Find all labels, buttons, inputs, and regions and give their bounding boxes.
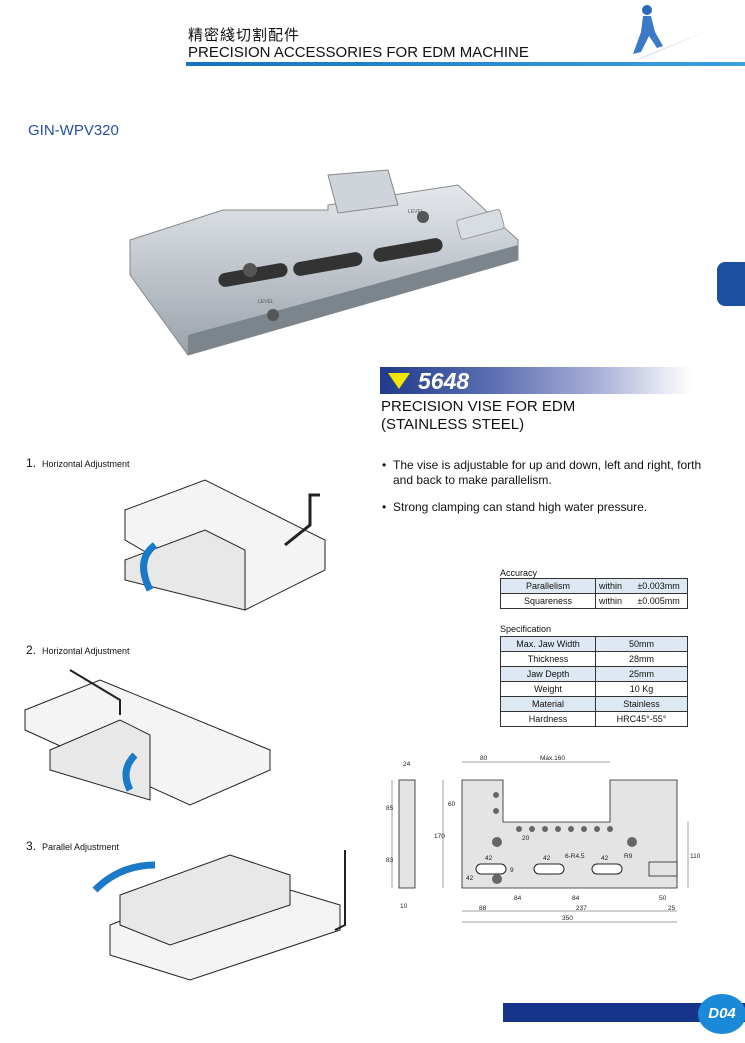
dim-label: 88	[479, 905, 487, 912]
dim-label: 10	[400, 903, 408, 910]
cell: Jaw Depth	[500, 666, 596, 682]
cell: Thickness	[500, 651, 596, 667]
step-number: 1.	[26, 456, 37, 470]
dim-label: 83	[386, 857, 394, 864]
triangle-icon	[388, 373, 410, 389]
specification-title: Specification	[500, 624, 552, 634]
dim-label: 50	[659, 895, 667, 902]
dim-label: 60	[448, 801, 456, 808]
illustration-step-2	[24, 669, 271, 806]
step-text: Horizontal Adjustment	[42, 646, 130, 656]
cell: Hardness	[500, 711, 596, 727]
level-mark: LEVEL	[258, 299, 274, 305]
header-title-en: PRECISION ACCESSORIES FOR EDM MACHINE	[188, 44, 529, 61]
header-divider	[186, 62, 745, 66]
cell: 25mm	[595, 666, 688, 682]
dim-label: 42	[485, 855, 493, 862]
technical-drawing: 24 85 83 10 80 Max.160 60 170 20 42 42 4…	[386, 755, 700, 923]
cell: HRC45°-55°	[595, 711, 688, 727]
model-number: GIN-WPV320	[28, 122, 119, 139]
product-code: 5648	[418, 368, 470, 394]
cell: Max. Jaw Width	[500, 636, 596, 652]
dim-label: 85	[386, 805, 394, 812]
dim-label: 84	[514, 895, 522, 902]
dim-label: 84	[572, 895, 580, 902]
step-label: 1. Horizontal Adjustment	[26, 456, 130, 470]
runner-logo-icon	[633, 5, 710, 60]
cell: 28mm	[595, 651, 688, 667]
cell: Stainless	[595, 696, 688, 712]
section-tab[interactable]	[717, 262, 745, 306]
dim-label: 6-R4.5	[565, 853, 585, 860]
dim-label: 110	[690, 853, 700, 860]
dim-label: 25	[668, 905, 676, 912]
dim-label: 237	[576, 905, 587, 912]
dim-label: 350	[562, 915, 573, 922]
cell: within	[595, 593, 631, 609]
cell: ±0.003mm	[630, 578, 689, 594]
accuracy-title: Accuracy	[500, 568, 538, 578]
header-title-cn: 精密綫切割配件	[188, 27, 301, 44]
product-code-banner: 5648	[380, 367, 692, 394]
title-line: (STAINLESS STEEL)	[381, 416, 525, 433]
step-text: Horizontal Adjustment	[42, 459, 130, 469]
cell: 10 Kg	[595, 681, 688, 697]
dim-label: 24	[403, 761, 411, 768]
dim-label: 42	[466, 875, 474, 882]
step-text: Parallel Adjustment	[42, 842, 120, 852]
dim-label: 20	[522, 835, 530, 842]
vise-photo: LEVEL LEVEL	[129, 169, 519, 356]
illustration-step-1	[124, 479, 326, 611]
feature-bullet: Strong clamping can stand high water pre…	[382, 500, 702, 515]
title-line: PRECISION VISE FOR EDM	[381, 398, 576, 415]
dim-label: 9	[510, 867, 514, 874]
dim-label: 80	[480, 755, 488, 762]
cell: 50mm	[595, 636, 688, 652]
step-label: 2. Horizontal Adjustment	[26, 643, 130, 657]
dim-label: R9	[624, 853, 633, 860]
step-label: 3. Parallel Adjustment	[26, 839, 119, 853]
dim-label: 42	[601, 855, 609, 862]
dim-label: 42	[543, 855, 551, 862]
cell: ±0.005mm	[630, 593, 689, 609]
footer-bar	[503, 1003, 745, 1022]
cell: Parallelism	[500, 578, 596, 594]
step-number: 3.	[26, 839, 37, 853]
level-mark: LEVEL	[408, 209, 424, 215]
cell: Material	[500, 696, 596, 712]
step-number: 2.	[26, 643, 37, 657]
dim-label: 170	[434, 833, 445, 840]
cell: Squareness	[500, 593, 596, 609]
dim-label: Max.160	[540, 755, 565, 762]
illustration-step-3	[92, 850, 346, 981]
cell: within	[595, 578, 631, 594]
page-number-badge: D04	[698, 994, 745, 1034]
cell: Weight	[500, 681, 596, 697]
product-title: PRECISION VISE FOR EDM (STAINLESS STEEL)	[381, 398, 575, 434]
feature-bullet: The vise is adjustable for up and down, …	[382, 458, 702, 488]
